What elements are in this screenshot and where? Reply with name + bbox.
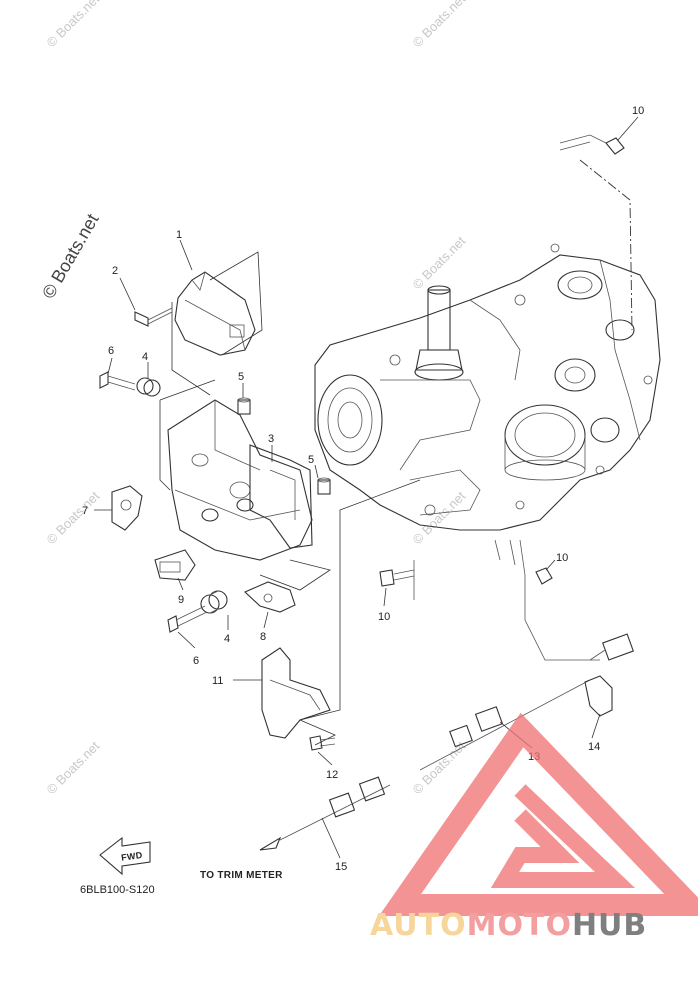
- part-2-screw: [134, 307, 173, 327]
- part-13-harness: [419, 633, 634, 771]
- trim-meter-label: TO TRIM METER: [200, 870, 283, 881]
- part-1-module: [174, 271, 256, 356]
- part-12-bolt: [309, 735, 336, 751]
- callout-5-top: 5: [238, 371, 244, 383]
- callout-5-bottom: 5: [308, 454, 314, 466]
- callout-6-bottom: 6: [193, 655, 199, 667]
- callout-11: 11: [212, 675, 223, 687]
- callout-8: 8: [260, 631, 266, 643]
- watermark: © Boats.net: [410, 0, 469, 50]
- part-11-bracket: [261, 647, 331, 739]
- dashed-leader-top: [579, 159, 633, 331]
- logo-triangle-icon: [378, 712, 698, 916]
- leader-frame-bracket: [159, 379, 331, 591]
- fwd-label: FWD: [121, 850, 144, 863]
- callout-6-top: 6: [108, 345, 114, 357]
- callout-1: 1: [176, 229, 182, 241]
- callout-12: 12: [326, 769, 338, 781]
- automotohub-logo: AUTOMOTOHUB: [370, 712, 698, 943]
- callout-10-top: 10: [632, 105, 644, 117]
- callouts: 1 2 3 4 4 5 5 6 6 7 8 9 10 10 10 11 12: [82, 105, 644, 873]
- watermark: © Boats.net: [410, 488, 469, 547]
- logo-text: AUTOMOTOHUB: [370, 908, 647, 943]
- part-4-grommet-top: [136, 377, 161, 397]
- diagram-code: 6BLB100-S120: [80, 884, 155, 896]
- callout-15: 15: [335, 861, 347, 873]
- leader-frame-1: [171, 251, 263, 396]
- callout-7: 7: [82, 505, 88, 517]
- callout-4-top: 4: [142, 351, 148, 363]
- part-9-clip: [154, 549, 196, 581]
- callout-4-bottom: 4: [224, 633, 230, 645]
- logo-hub: HUB: [572, 908, 647, 943]
- part-8-clip: [244, 581, 296, 613]
- part-10-bolt-mid-right: [535, 567, 553, 585]
- part-15-cable: [259, 776, 391, 851]
- bracket-assembly: [167, 399, 313, 561]
- part-5-collar-bottom: [317, 477, 331, 495]
- part-5-collar-top: [237, 397, 251, 415]
- leader-frame-11: [299, 479, 421, 746]
- watermark: © Boats.net: [44, 738, 103, 797]
- engine-block: [314, 243, 661, 531]
- fwd-arrow-icon: FWD: [99, 836, 151, 876]
- part-14-clip: [584, 675, 613, 717]
- logo-moto: MOTO: [467, 908, 572, 943]
- watermark: © Boats.net: [44, 488, 103, 547]
- callout-3: 3: [268, 433, 274, 445]
- part-6-bolt-bottom: [167, 605, 208, 633]
- watermark: © Boats.net: [410, 233, 469, 292]
- logo-auto: AUTO: [370, 908, 467, 943]
- watermarks: © Boats.net © Boats.net © Boats.net © Bo…: [38, 0, 468, 797]
- callout-9: 9: [178, 594, 184, 606]
- callout-10-mid-right: 10: [556, 552, 568, 564]
- part-10-bolt-top: [559, 134, 625, 155]
- callout-10-mid-left: 10: [378, 611, 390, 623]
- watermark: © Boats.net: [44, 0, 103, 50]
- part-10-bolt-mid-left: [379, 560, 415, 600]
- callout-2: 2: [112, 265, 118, 277]
- callout-14: 14: [588, 741, 600, 753]
- part-4-grommet-bottom: [200, 590, 228, 614]
- part-7-clamp: [111, 485, 143, 531]
- watermark-large: © Boats.net: [38, 210, 102, 302]
- ground-wire: [494, 539, 600, 661]
- part-6-bolt-top: [99, 371, 136, 391]
- watermark: © Boats.net: [410, 738, 469, 797]
